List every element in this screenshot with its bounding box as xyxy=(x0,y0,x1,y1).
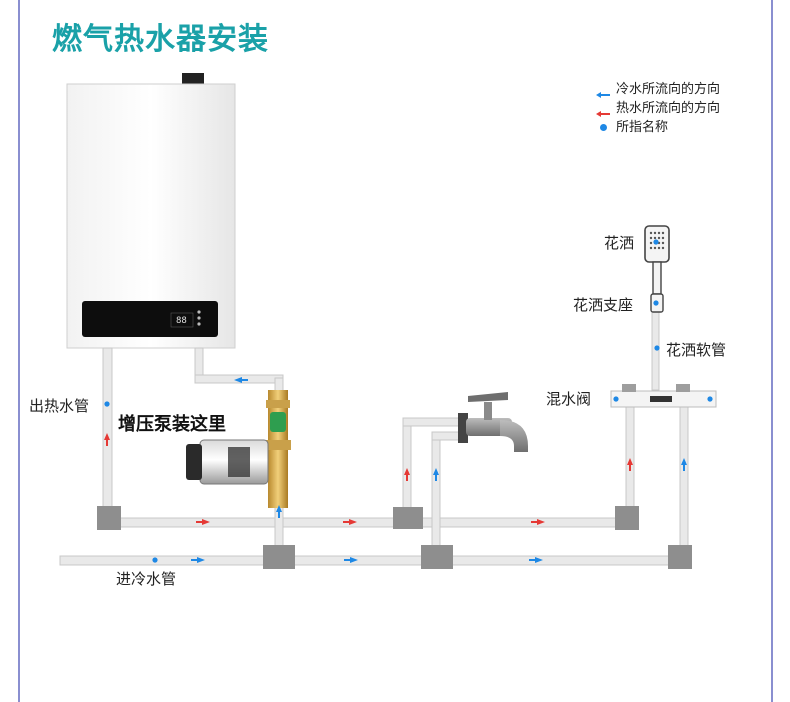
point-shower-hose xyxy=(654,345,660,351)
legend-hot: 热水所流向的方向 xyxy=(596,99,720,118)
cold-arrow-left xyxy=(234,377,242,383)
cold-arrow-right xyxy=(197,557,205,563)
frame-right-border xyxy=(771,0,773,702)
point-mixing-valve xyxy=(613,396,619,402)
heater-display: 88 xyxy=(176,316,187,326)
hot-arrow-up xyxy=(106,440,108,446)
hot-main-pipe xyxy=(109,517,631,528)
cold-arrow-up xyxy=(276,505,282,512)
label-shower-hose: 花洒软管 xyxy=(666,341,727,359)
legend-point-label: 所指名称 xyxy=(616,120,669,135)
heater-button xyxy=(197,310,201,314)
label-hot-outlet-pipe: 出热水管 xyxy=(29,397,90,415)
mixing-valve-connector xyxy=(676,384,690,392)
hot-arrow-up xyxy=(404,468,410,475)
legend-cold: 冷水所流向的方向 xyxy=(596,80,720,99)
tee-fitting xyxy=(393,507,423,529)
shower xyxy=(644,225,670,313)
tap-cold-branch xyxy=(431,431,441,559)
tee-fitting xyxy=(421,545,453,569)
point-dot-icon xyxy=(600,124,607,131)
cold-flow-arrows xyxy=(191,377,687,563)
label-points xyxy=(104,239,713,563)
tap-cold-top xyxy=(431,431,463,441)
point-shower xyxy=(653,239,659,245)
mixing-valve-connector xyxy=(622,384,636,392)
label-shower: 花洒 xyxy=(604,234,635,252)
water-heater: 88 xyxy=(66,73,236,349)
pipes xyxy=(59,311,689,566)
mixing-valve xyxy=(610,384,717,408)
pump-brass-ring xyxy=(266,400,290,408)
point-shower-holder xyxy=(653,300,659,306)
heater-button xyxy=(197,322,201,326)
legend-point: 所指名称 xyxy=(596,118,720,137)
cold-arrow-up xyxy=(681,458,687,465)
elbow-fitting xyxy=(668,545,692,569)
hot-arrow-right xyxy=(349,519,357,525)
legend-cold-label: 冷水所流向的方向 xyxy=(616,82,721,97)
page-title: 燃气热水器安装 xyxy=(52,22,269,57)
label-cold-inlet-pipe: 进冷水管 xyxy=(116,570,177,588)
heater-display-frame xyxy=(170,312,194,328)
hot-arrow-icon xyxy=(596,105,610,117)
mixing-valve-lever xyxy=(650,396,672,402)
elbow-fitting xyxy=(615,506,639,530)
faucet-stem xyxy=(484,402,492,420)
label-booster-pump: 增压泵装这里 xyxy=(118,414,226,435)
frame-left-border xyxy=(18,0,20,702)
shower-hose xyxy=(651,311,660,391)
pump-brass-ring xyxy=(265,440,291,450)
legend-hot-label: 热水所流向的方向 xyxy=(616,101,721,116)
pump-label xyxy=(228,447,250,477)
point-cold-inlet xyxy=(152,557,158,563)
cold-feed-up xyxy=(194,347,204,379)
cold-arrow-icon xyxy=(596,86,610,98)
faucet-spout xyxy=(500,420,528,452)
cold-main-pipe xyxy=(59,555,676,566)
heater-flue xyxy=(182,73,204,85)
label-mixing-valve: 混水阀 xyxy=(546,390,592,408)
point-hot-outlet xyxy=(104,401,110,407)
cold-arrow-up xyxy=(433,468,439,475)
heater-button xyxy=(197,316,201,320)
hot-arrow-right xyxy=(537,519,545,525)
tap-hot-top xyxy=(402,417,462,427)
tee-fitting xyxy=(263,545,295,569)
elbow-fitting xyxy=(97,506,121,530)
hot-flow-arrows xyxy=(104,433,633,525)
legend: 冷水所流向的方向 热水所流向的方向 所指名称 xyxy=(596,80,720,137)
point-mixing-valve-right xyxy=(707,396,713,402)
faucet-wall-plate xyxy=(458,413,468,443)
cold-arrow-right xyxy=(535,557,543,563)
faucet xyxy=(458,392,528,452)
label-shower-holder: 花洒支座 xyxy=(573,296,634,314)
hot-arrow-right xyxy=(202,519,210,525)
heater-control-panel xyxy=(82,301,218,337)
pump-motor-cap xyxy=(186,444,202,480)
mixer-cold-pipe xyxy=(679,404,689,558)
hot-arrow-up xyxy=(627,458,633,465)
pump-flow-switch xyxy=(270,412,286,432)
fittings xyxy=(97,506,692,569)
hot-outlet-pipe xyxy=(102,347,113,511)
cold-arrow-right xyxy=(350,557,358,563)
shower-handle xyxy=(652,261,662,295)
booster-pump xyxy=(186,390,291,508)
hot-arrow-up xyxy=(104,433,110,440)
faucet-handle xyxy=(468,392,508,402)
